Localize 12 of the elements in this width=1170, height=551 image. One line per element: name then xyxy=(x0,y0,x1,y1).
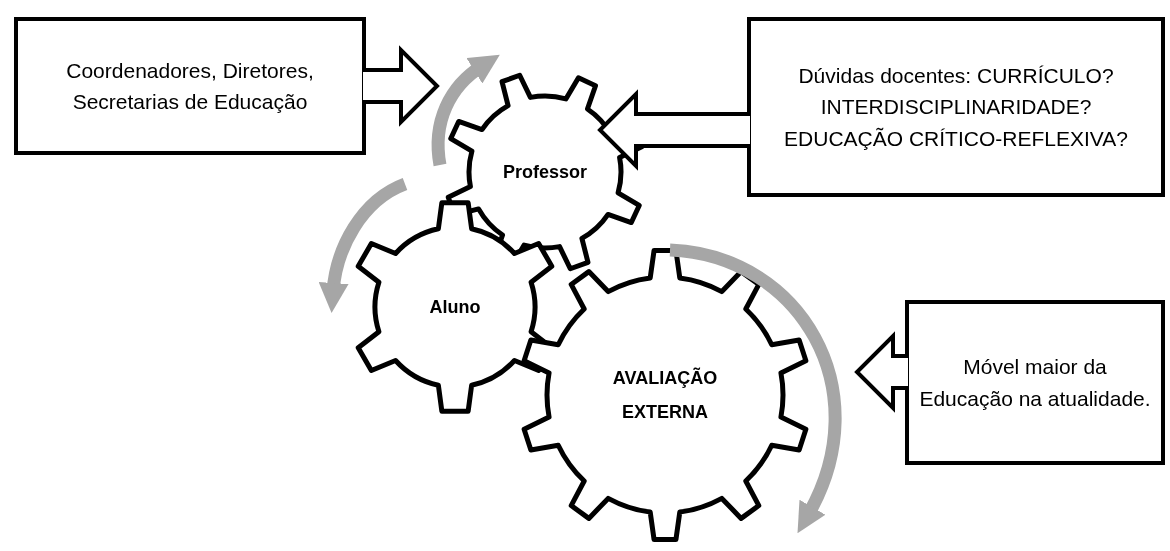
gear-label: Professor xyxy=(502,160,587,184)
block-arrow xyxy=(854,331,910,413)
box-text: Móvel maior da Educação na atualidade. xyxy=(918,354,1152,412)
block-arrow xyxy=(361,45,440,127)
text-box xyxy=(905,300,1165,465)
gear-label: Aluno xyxy=(429,295,481,319)
gear-label: AVALIAÇÃO EXTERNA xyxy=(611,366,719,424)
block-arrow xyxy=(597,89,752,171)
box-text: Coordenadores, Diretores, Secretarias de Educação xyxy=(65,57,315,115)
box-text: Dúvidas docentes: CURRÍCULO? INTERDISCIPLINARIDADE? EDUCAÇÃO CRÍTICO-REFLEXIVA? xyxy=(783,62,1129,152)
text-box xyxy=(747,17,1165,197)
text-box xyxy=(14,17,366,155)
